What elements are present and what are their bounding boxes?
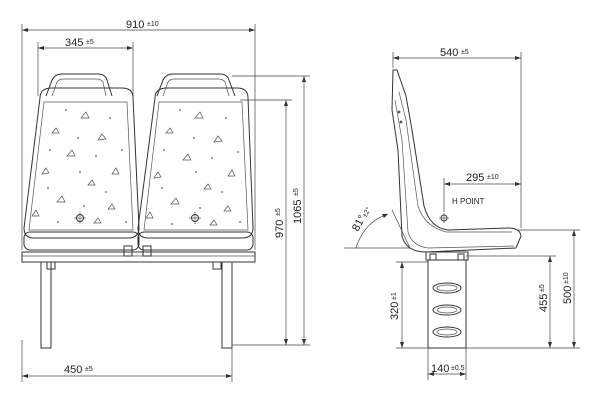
dim-140-tol: ±0.5: [451, 365, 465, 372]
dim-angle-tol: ±2°: [361, 206, 373, 219]
dim-970-tol: ±5: [275, 208, 282, 216]
dim-455-tol: ±5: [539, 284, 546, 292]
dim-1065-value: 1065: [292, 200, 304, 224]
frame-bar: [21, 251, 256, 263]
dim-910-value: 910: [126, 19, 144, 31]
right-seat-back: [137, 87, 254, 239]
left-seat-back: [23, 87, 140, 239]
dim-295-tol: ±10: [487, 174, 499, 181]
dim-500-value: 500: [562, 286, 574, 304]
left-leg: [40, 261, 52, 349]
front-view: [21, 73, 256, 349]
dim-320-tol: ±1: [391, 292, 398, 300]
left-handle: [45, 73, 113, 97]
h-point-label: H POINT: [452, 197, 485, 206]
left-cushion: [23, 231, 140, 251]
dim-450-value: 450: [64, 364, 82, 376]
side-seat-profile: [391, 69, 522, 253]
dim-455-value: 455: [538, 294, 550, 312]
dim-540-value: 540: [440, 47, 458, 59]
pedestal: [427, 259, 467, 349]
dim-320-value: 320: [389, 302, 401, 320]
front-fixing-points: [74, 212, 201, 224]
dim-910-tol: ±10: [147, 21, 159, 28]
right-cushion: [137, 231, 254, 251]
dim-1065-tol: ±5: [293, 188, 300, 196]
dim-140-value: 140: [431, 363, 449, 375]
dimension-labels: 910 ±10 345 ±5 450 ±5 970 ±5 1065 ±5 540…: [64, 19, 574, 376]
upholstery-pattern: [31, 109, 241, 226]
dim-970-value: 970: [274, 220, 286, 238]
dim-345-tol: ±5: [86, 39, 94, 46]
side-dimensions: [344, 52, 580, 380]
front-dimensions: [21, 24, 310, 382]
dim-345-value: 345: [65, 37, 83, 49]
dim-295-value: 295: [466, 172, 484, 184]
side-view: [391, 69, 522, 349]
dim-450-tol: ±5: [85, 366, 93, 373]
right-handle: [156, 73, 236, 97]
dim-540-tol: ±5: [461, 49, 469, 56]
right-leg: [221, 261, 233, 349]
dim-500-tol: ±10: [563, 272, 570, 284]
